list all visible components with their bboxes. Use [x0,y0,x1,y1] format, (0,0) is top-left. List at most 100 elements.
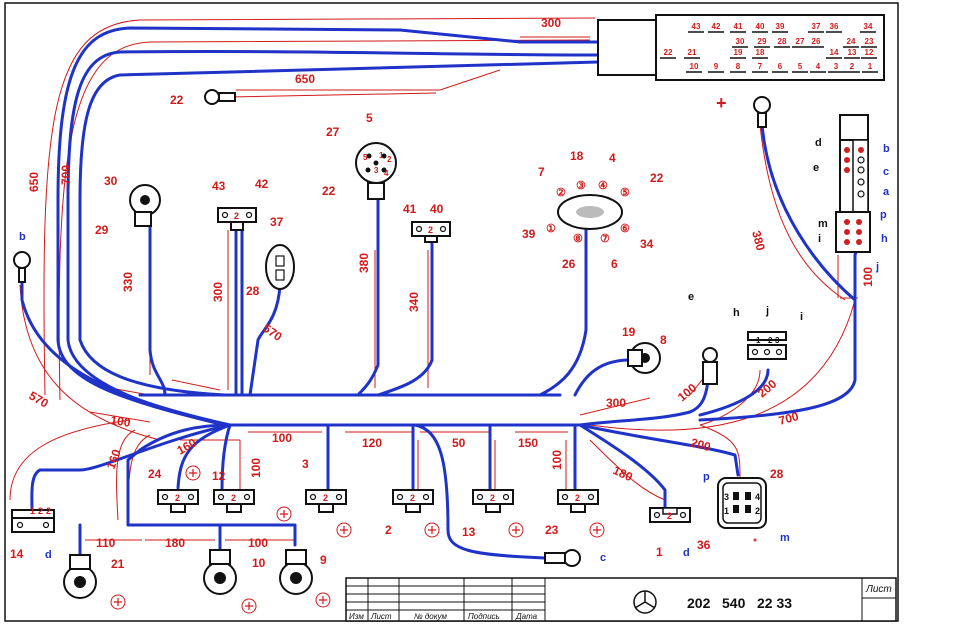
label-27: 27 [326,125,340,139]
connector-14-d [11,509,55,533]
sensor-e [702,347,718,385]
oval-pin-4: ④ [598,180,608,192]
letter-a-r: a [883,186,890,198]
oval-pin-7: ⑦ [600,233,610,245]
dim-300-r: 300 [606,396,626,410]
dim-570-left: 570 [27,388,52,410]
connector-41-40 [411,221,451,243]
label-22-oval: 22 [650,171,664,185]
sensor-30 [129,184,161,227]
round5-pin-3: 3 [374,166,379,175]
dim-570-mid: 570 [260,321,285,344]
dim-300-top: 300 [541,16,561,30]
main-connector-pin-34: 34 [864,22,873,31]
brand-star-logo [633,590,657,614]
dim-340: 340 [407,292,421,312]
label-28-sq: 28 [770,467,784,481]
dim-180-b: 180 [165,536,185,550]
dim-110: 110 [96,536,116,550]
pin-mark-f: 2 [410,493,415,503]
main-connector-pin-42: 42 [712,22,721,31]
dim-100-f: 100 [248,536,268,550]
round-connector-5 [355,142,397,200]
tb-col-doc: № докум [414,612,448,621]
sensor-10 [203,549,237,595]
connector-28-square [717,477,767,529]
oval-connector-8pin [557,194,623,230]
pin-mark-k: 1 [30,506,35,516]
label-18: 18 [570,149,584,163]
sq4-pin-3: 3 [724,492,729,502]
label-3: 3 [302,457,309,471]
round5-pin-4: 4 [384,169,389,178]
round5-pin-2: 2 [387,155,392,164]
label-24: 24 [148,467,162,481]
label-40: 40 [430,202,444,216]
main-connector-pin-29: 29 [758,37,767,46]
tb-col-sign: Подпись [468,612,500,621]
main-connector-pin-14: 14 [830,48,839,57]
plus-sign: + [716,93,727,113]
letter-j-conn: j [765,305,769,317]
label-36: 36 [697,538,711,552]
dim-120: 120 [362,436,382,450]
oval-pin-1: ① [546,223,556,235]
label-1: 1 [656,545,663,559]
ring-terminal-b [13,251,31,283]
oval-pin-5: ⑤ [620,187,630,199]
dim-380-mid: 380 [357,253,371,273]
pin-mark-e: 2 [323,493,328,503]
label-43: 43 [212,179,226,193]
drawing-frame [4,2,899,622]
main-connector-pin-27: 27 [796,37,805,46]
letter-b-left: b [19,231,26,243]
oval-pin-2: ② [556,187,566,199]
dim-650-side: 650 [27,172,41,192]
letter-labels: b d d c e h j i p m b c a p h j d e m i [19,137,890,564]
label-13: 13 [462,525,476,539]
label-6: 6 [611,257,618,271]
connector-12 [213,489,255,513]
pin-mark-a: 2 [234,211,239,221]
main-connector-pin-8: 8 [736,62,741,71]
plus-symbols [110,465,757,614]
main-connector-pin-1: 1 [868,62,873,71]
pin-mark-i: 2 [38,506,43,516]
label-7: 7 [538,165,545,179]
letter-e-sensor: e [688,291,694,303]
label-29: 29 [95,223,109,237]
pin-mark-b: 2 [428,225,433,235]
main-connector-pin-36: 36 [830,22,839,31]
letter-b-r: b [883,143,890,155]
dim-700-r: 700 [777,409,800,428]
sq4-pin-2: 2 [755,506,760,516]
label-8: 8 [660,333,667,347]
main-connector-pin-6: 6 [778,62,783,71]
label-12: 12 [212,469,226,483]
connector-1-d [649,507,691,523]
letter-c-ring: c [600,552,606,564]
tb-col-date: Дата [515,612,538,621]
letter-e-r: e [813,162,819,174]
tb-col-izm: Изм [349,612,364,621]
ring-terminal-plus [753,96,771,128]
dim-180-r: 180 [611,463,635,484]
hji-pin-1: 1 [756,336,761,345]
round5-pin-1: 1 [379,151,384,160]
main-connector-pin-28: 28 [778,37,787,46]
dim-380-right: 380 [749,229,768,252]
main-connector-pin-5: 5 [798,62,803,71]
pin-mark-g: 2 [490,493,495,503]
dim-100-c: 100 [272,431,292,445]
dim-330: 330 [121,272,135,292]
doc-number-a: 202 [687,595,711,611]
doc-number-c: 22 33 [757,595,792,611]
sensor-21 [63,554,97,599]
label-28-oval: 28 [246,284,260,298]
main-connector-pin-22: 22 [664,48,673,57]
letter-d-r: d [815,137,822,149]
dim-50: 50 [452,436,466,450]
main-connector-pin-13: 13 [848,48,857,57]
dim-160-a: 160 [104,447,124,471]
